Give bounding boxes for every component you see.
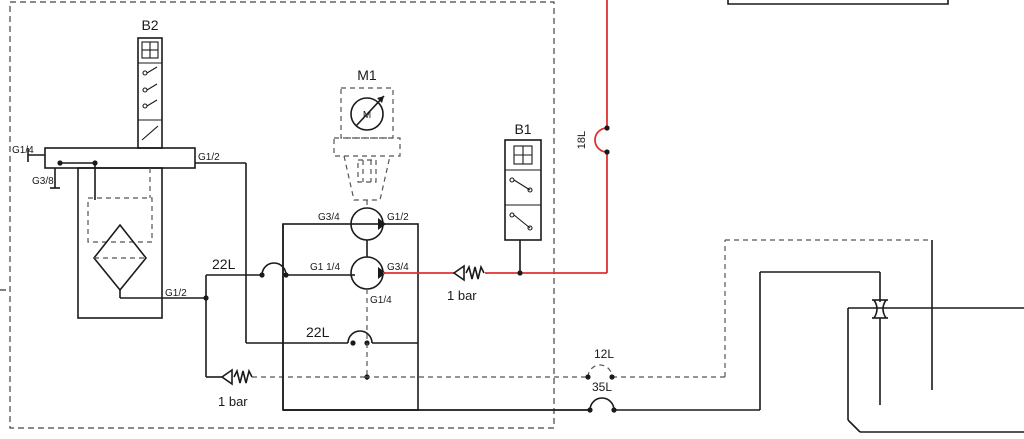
port-pump-top-left: G3/4 [318,212,340,223]
filter-element [92,223,148,292]
reservoir-tank [847,299,1024,433]
port-g12-filter: G1/2 [165,288,187,299]
check-valve-pressure [452,264,485,282]
label-m1: M1 [357,67,377,83]
check-1bar-return: 1 bar [218,394,248,409]
label-motor: M [363,110,371,121]
port-g38: G3/8 [32,176,54,187]
sensor-b1 [504,139,542,241]
top-right-box [727,0,949,5]
manifold-block [44,147,196,169]
port-pump-bot-left: G1 1/4 [310,262,340,273]
filter-bypass [87,197,153,243]
check-valve-return [220,368,253,386]
label-b1: B1 [514,121,531,137]
port-pump-bot-under: G1/4 [370,295,392,306]
port-pump-bot-right: G3/4 [387,262,409,273]
port-g12-top: G1/2 [198,152,220,163]
check-1bar-pressure: 1 bar [447,288,477,303]
hose-22l-b: 22L [306,324,330,340]
filter-housing [77,167,163,319]
label-b2: B2 [141,17,158,33]
hose-35l: 35L [592,380,612,394]
sensor-b2 [137,37,163,149]
unit-enclosure [9,1,555,429]
hose-18l: 18L [576,131,588,149]
pump-frame [282,223,419,411]
pump-lower [350,256,386,290]
hose-22l-a: 22L [212,256,236,272]
port-g14: G1/4 [12,145,34,156]
port-pump-top-right: G1/2 [387,212,409,223]
hose-12l: 12L [594,347,614,361]
motor-m1 [333,87,401,201]
